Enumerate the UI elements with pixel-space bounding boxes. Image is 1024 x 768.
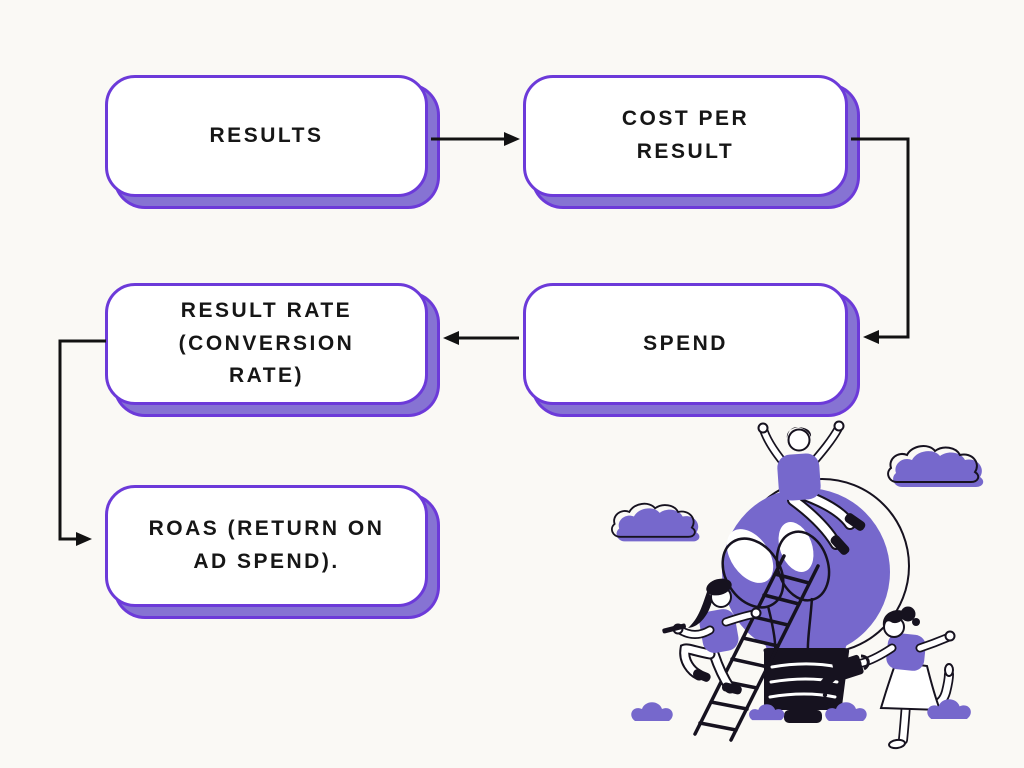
node-result-rate-label: RESULT RATE (CONVERSION RATE) xyxy=(178,299,355,388)
arrow-resultrate-to-roas xyxy=(58,339,106,541)
node-spend: SPEND xyxy=(523,283,848,405)
node-roas: ROAS (RETURN ON AD SPEND). xyxy=(105,485,428,607)
lightbulb-icon xyxy=(721,478,910,723)
node-cost-per-result: COST PER RESULT xyxy=(523,75,848,197)
node-spend-label: SPEND xyxy=(643,331,728,355)
arrowhead-left-icon xyxy=(863,330,879,344)
person-on-bulb xyxy=(757,420,866,555)
team-lightbulb-illustration xyxy=(611,420,984,750)
arrowhead-right-icon xyxy=(504,132,520,146)
person-left xyxy=(662,578,762,695)
ladder-icon xyxy=(693,554,820,742)
watering-can-icon xyxy=(820,654,870,708)
cloud-icon xyxy=(611,502,700,542)
cloud-icon xyxy=(887,445,984,487)
node-results-label: RESULTS xyxy=(209,123,324,147)
node-results: RESULTS xyxy=(105,75,428,197)
person-right xyxy=(820,606,956,750)
node-cost-per-result-label: COST PER RESULT xyxy=(621,107,750,163)
node-roas-label: ROAS (RETURN ON AD SPEND). xyxy=(148,517,385,573)
pencil-icon xyxy=(662,623,686,634)
arrow-costperresult-to-spend xyxy=(851,137,910,339)
node-result-rate: RESULT RATE (CONVERSION RATE) xyxy=(105,283,428,405)
arrowhead-left-icon xyxy=(443,331,459,345)
arrowhead-right-icon xyxy=(76,532,92,546)
